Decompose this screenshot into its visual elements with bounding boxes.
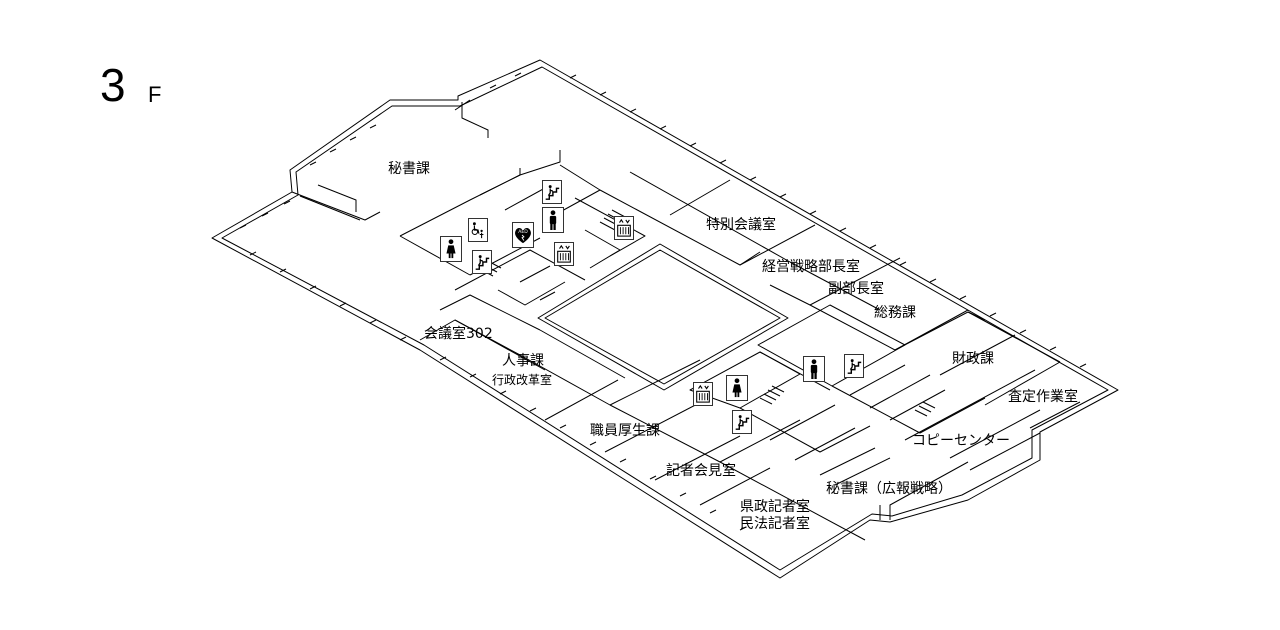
room-kaigi302: 会議室302 bbox=[424, 326, 493, 342]
room-kisha: 記者会見室 bbox=[666, 463, 736, 479]
courtyard bbox=[544, 249, 781, 385]
floor-unit: F bbox=[148, 82, 162, 107]
room-keiei: 経営戦略部長室 bbox=[762, 259, 860, 275]
elevator-icon bbox=[693, 382, 713, 406]
stairs-icon bbox=[844, 354, 864, 378]
aed-label: AED bbox=[518, 229, 528, 235]
female-toilet-icon bbox=[726, 375, 748, 401]
room-kenseikisha: 県政記者室 bbox=[740, 499, 810, 515]
room-hisho: 秘書課 bbox=[388, 161, 430, 177]
elevator-icon bbox=[614, 216, 634, 240]
floor-number: 3 bbox=[100, 59, 126, 111]
room-gyosei: 行政改革室 bbox=[492, 373, 553, 387]
room-zaisei: 財政課 bbox=[952, 351, 994, 367]
stairs-icon bbox=[542, 180, 562, 204]
building-outline-inner bbox=[221, 66, 1109, 571]
male-toilet-icon bbox=[803, 356, 825, 382]
elevator-icon bbox=[554, 242, 574, 266]
room-tokubetsu: 特別会議室 bbox=[706, 217, 776, 233]
room-satei: 査定作業室 bbox=[1008, 389, 1078, 405]
room-minpokisha: 民法記者室 bbox=[740, 516, 810, 532]
female-toilet-icon bbox=[440, 236, 462, 262]
room-fukubucho: 副部長室 bbox=[828, 281, 884, 297]
room-copy: コピーセンター bbox=[912, 433, 1010, 449]
stairs-icon bbox=[472, 250, 492, 274]
accessible-toilet-icon bbox=[468, 218, 488, 242]
room-somu: 総務課 bbox=[874, 305, 916, 321]
male-toilet-icon bbox=[542, 207, 564, 233]
room-hisho-koho: 秘書課（広報戦略） bbox=[826, 481, 952, 497]
aed-icon: AED bbox=[512, 222, 534, 248]
room-shokuin: 職員厚生課 bbox=[590, 423, 660, 439]
building-outline bbox=[211, 59, 1119, 579]
room-jinji: 人事課 bbox=[502, 353, 544, 369]
stairs-icon bbox=[732, 410, 752, 434]
